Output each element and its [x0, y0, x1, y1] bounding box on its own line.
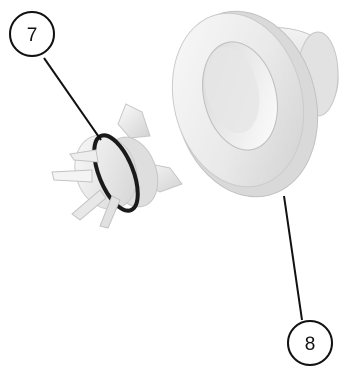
- nozzle-o-ring: [92, 133, 140, 213]
- callout-label-8: 8: [305, 334, 316, 355]
- leader-line-7: [43, 57, 102, 141]
- callout-7: 7: [9, 11, 102, 141]
- nozzle-part: [51, 103, 183, 229]
- nozzle-prong-lower: [71, 189, 107, 221]
- nozzle-prong-left: [51, 169, 93, 183]
- leader-line-8: [283, 195, 303, 321]
- callout-circle-7: [9, 11, 55, 57]
- callout-label-7: 7: [27, 25, 38, 46]
- sleeve-bore-shadow: [204, 46, 260, 134]
- nozzle-fin-top: [117, 103, 151, 139]
- callout-8: 8: [283, 195, 333, 366]
- nozzle-prong-bottom: [99, 195, 121, 229]
- flanged-sleeve-part: [171, 10, 339, 198]
- nozzle-prong-upper: [69, 149, 99, 163]
- callout-circle-8: [287, 320, 333, 366]
